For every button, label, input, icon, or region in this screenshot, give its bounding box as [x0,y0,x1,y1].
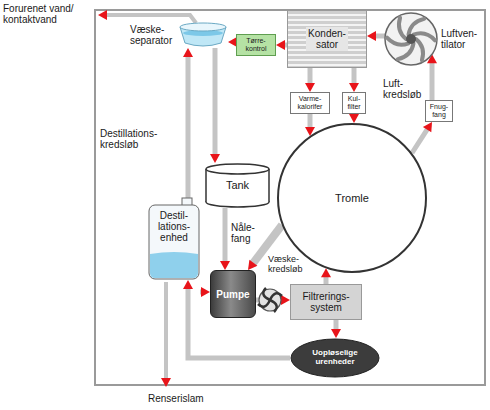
flow-connector [183,280,290,358]
flow-connector [412,122,432,153]
flow-connector [321,268,331,284]
flow-connector [349,68,359,92]
flow-connector [210,48,220,163]
flow-label: Forurenet vand/ kontaktvand [3,3,95,25]
node-label: Destil- lations- enhed [158,210,190,243]
heater-box: Varme- kalorifer [290,92,330,114]
pipe-line [352,68,357,85]
arrow-head [281,295,290,305]
flow-connector [200,287,210,297]
condenser-box: Konden- sator [287,10,367,68]
tank-side [268,169,270,202]
node-label: Filtrerings- system [302,291,349,313]
pipe-line [430,61,435,100]
node-label: Pumpe [216,289,249,300]
pipe-line [223,208,228,263]
node-label: Uopløselige urenheder [312,349,357,367]
fan-blade [416,39,423,60]
outlet-arrow [98,10,107,20]
arrow-head [423,122,432,132]
impeller-blade [263,288,270,300]
arrow-head [321,268,331,277]
flow-connector [305,114,315,136]
pipe-line [188,287,290,358]
node-label: Tørre- kontrol [245,37,266,52]
flow-label: Destillations- kredsløb [100,128,157,150]
pipe-line [308,68,313,85]
arrow-head [183,280,193,289]
fan-blade [414,33,436,40]
distiller-bottle: Destil- lations- enhed [148,198,200,280]
bottle-liquid [150,252,198,278]
fan-hub [406,34,416,44]
flow-connector [305,68,315,92]
arrow-head [331,329,341,338]
fan-housing [385,13,437,65]
pump-impeller [258,288,282,312]
node-label: Konden- sator [306,27,348,51]
fan: Luftven- tilator [383,8,483,70]
flow-label: Luft- kredsløb [383,78,421,100]
carbon-filter-box: Kul- filter [342,92,366,114]
flow-connector [220,208,230,270]
filter-box: Filtrerings- system [290,284,362,320]
node-label: Væske- separator [130,24,172,46]
node-label: Tromle [335,192,369,204]
tank-side [205,169,207,202]
flow-label: Renserislam [148,393,204,404]
flow-connector [427,54,437,100]
machine-frame [95,10,485,385]
impeller-blade [258,300,270,307]
drum-circle: Tromle [277,123,427,273]
arrow-head [349,83,359,92]
flow-label: Nåle- fang [231,222,255,244]
pipe-line [186,55,191,198]
pipe-line [308,114,313,129]
tank-top [206,164,269,174]
arrow-head [305,83,315,92]
flow-connector [276,40,287,50]
impeller-blade [270,293,282,300]
arrow-head [248,260,257,270]
flow-connector [183,48,193,198]
bottle-body [149,205,199,279]
node-label: Fnug- fang [430,103,448,118]
node-label: Tank [226,179,249,191]
pipe-line [213,48,218,156]
flow-label: Væske- kredsløb [268,255,303,275]
sludge-arrow [161,378,171,387]
pump-box: Pumpe [210,270,256,318]
node-label: Varme- kalorifer [298,95,323,110]
arrow-head [210,154,220,163]
outlet-pipe [107,15,196,23]
node-label: Luftven- tilator [441,28,477,50]
pipe-line [412,128,428,153]
lint-trap-box: Fnug- fang [425,100,453,122]
drum-outline [278,124,426,272]
impeller-disc [259,289,281,311]
sludge-pipe [164,282,168,378]
bowl-rim [180,23,226,31]
arrow-head [276,40,285,50]
arrow-head [367,31,376,41]
arrow-head [220,261,230,270]
dryness-control-box: Tørre- kontrol [236,34,276,56]
flow-connector [367,31,385,41]
flow-connector [331,320,341,338]
tank-cylinder: Tank [205,163,270,208]
node-label: Kul- filter [347,95,360,110]
arrow-head [349,114,359,123]
fan-blade [399,18,406,39]
flow-connector [349,114,359,123]
residue-ellipse: Uopløselige urenheder [290,338,380,378]
separator-bowl: Væske- separator [128,22,228,48]
arrow-head [183,48,193,57]
residue-outline [291,339,379,377]
impeller-blade [270,300,277,312]
arrow-head [201,287,210,297]
